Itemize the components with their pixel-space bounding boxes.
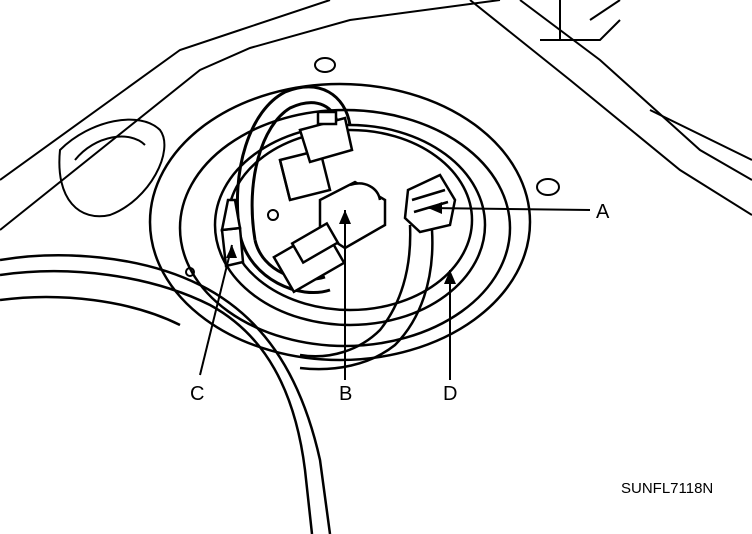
callout-d-label: D	[443, 383, 457, 405]
callout-c-label: C	[190, 383, 204, 405]
fuel-filter	[272, 180, 387, 294]
leader-lines	[199, 207, 591, 380]
leader-arrowheads	[226, 202, 456, 284]
wheel-house	[58, 118, 166, 218]
mounting-holes	[185, 57, 560, 277]
fuel-hose	[299, 173, 457, 371]
floor-panel	[0, 0, 752, 231]
top-connector	[278, 110, 354, 202]
callout-a-label: A	[596, 201, 610, 223]
figure-code: SUNFL7118N	[621, 480, 713, 497]
tank-hump	[0, 254, 332, 534]
plate-bolt	[267, 209, 279, 221]
callout-b-label: B	[339, 383, 352, 405]
